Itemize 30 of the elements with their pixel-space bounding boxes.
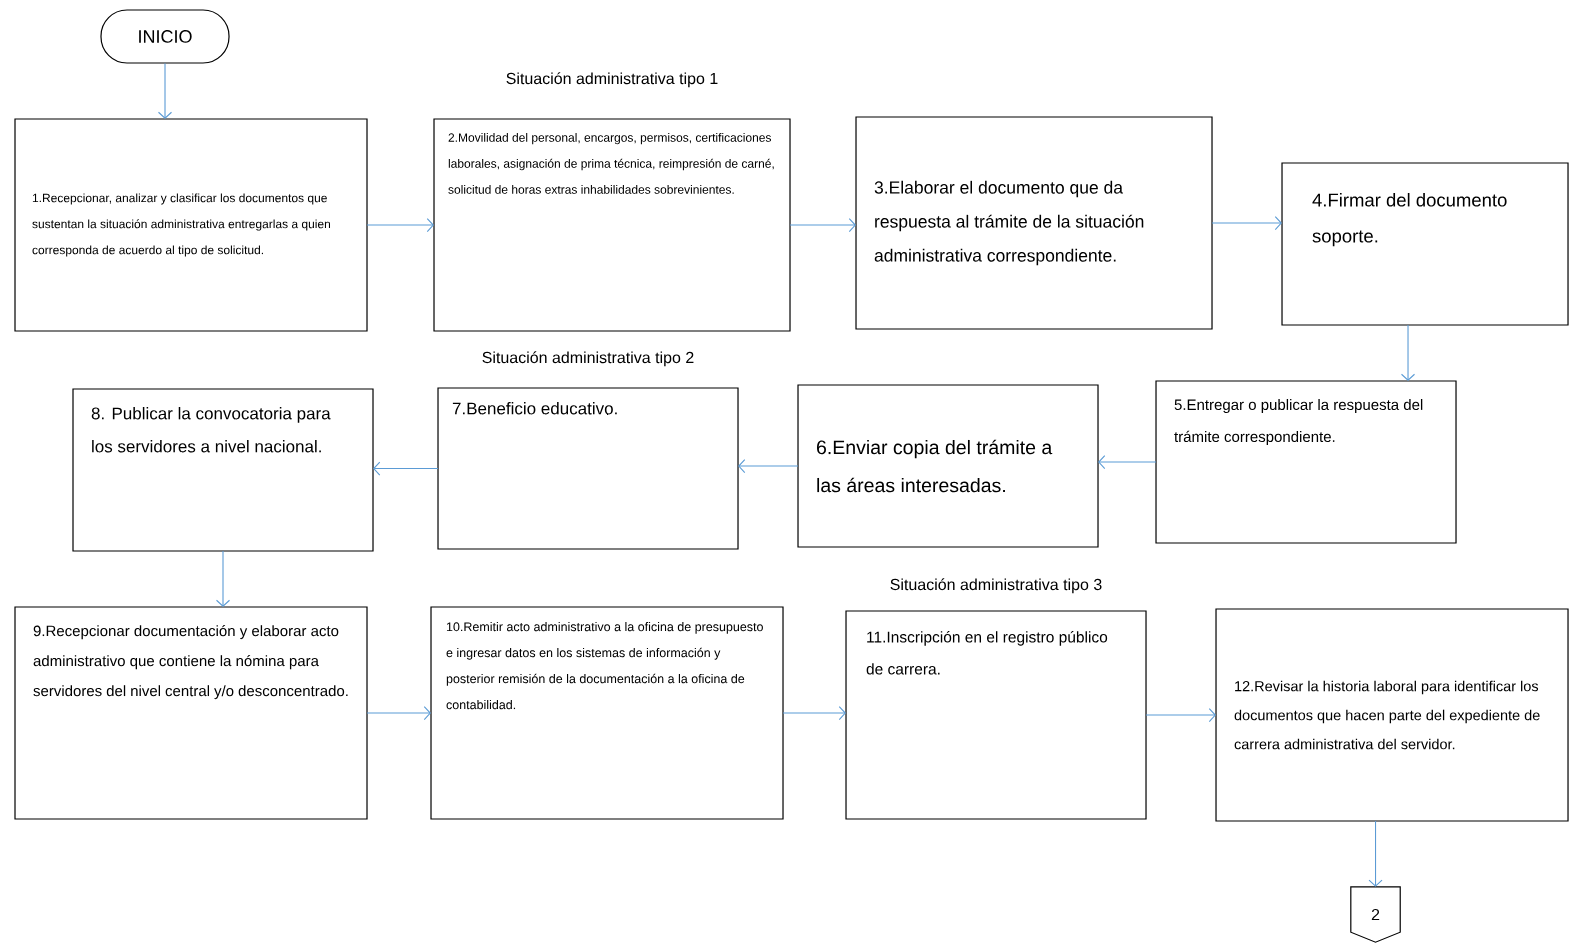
- process-box: 11.Inscripción en el registro público de carrera.: [845, 610, 1147, 820]
- arrow: [782, 705, 846, 721]
- process-box: 4.Firmar del documento soporte.: [1281, 162, 1569, 326]
- arrow: [789, 217, 856, 233]
- arrow: [157, 63, 173, 119]
- arrow: [738, 458, 799, 474]
- section-heading: Situación administrativa tipo 2: [482, 351, 694, 367]
- arrow: [1098, 454, 1157, 470]
- arrow: [1211, 215, 1282, 231]
- arrow: [366, 705, 431, 721]
- section-heading: Situación administrativa tipo 1: [506, 72, 718, 88]
- arrow: [1368, 820, 1383, 887]
- off-page-connector: 2: [1350, 886, 1401, 943]
- arrow: [1400, 324, 1416, 381]
- process-box: 2.Movilidad del personal, encargos, permisos, certificaciones laborales, asignación de prima técnica, reimpresión de carné, solicitud de horas extras inhabilidades sobrevinientes.: [433, 118, 791, 332]
- section-heading: Situación administrativa tipo 3: [890, 578, 1102, 594]
- process-box: 5.Entregar o publicar la respuesta del trámite correspondiente.: [1155, 380, 1457, 544]
- arrow: [373, 461, 439, 476]
- arrow: [215, 550, 231, 607]
- process-box: 12.Revisar la historia laboral para identificar los documentos que hacen parte del expediente de carrera administrativa del servidor.: [1215, 608, 1569, 822]
- start-terminal: INICIO: [100, 9, 230, 64]
- process-box: 7.Beneficio educativo.: [437, 387, 739, 550]
- process-box: 10.Remitir acto administrativo a la oficina de presupuesto e ingresar datos en los sistemas de información y posterior remisión de la documentación a la oficina de contabilidad.: [430, 606, 784, 820]
- process-box: 6.Enviar copia del trámite a las áreas interesadas.: [797, 384, 1099, 548]
- arrow: [366, 217, 434, 233]
- process-box: 8. Publicar la convocatoria para los servidores a nivel nacional.: [72, 388, 374, 552]
- arrow: [1145, 707, 1216, 723]
- process-box: 1.Recepcionar, analizar y clasificar los documentos que sustentan la situación administrativa entregarlas a quien corresponda de acuerdo al tipo de solicitud.: [14, 118, 368, 332]
- process-box: 3.Elaborar el documento que da respuesta al trámite de la situación administrativa correspondiente.: [855, 116, 1213, 330]
- process-box: 9.Recepcionar documentación y elaborar acto administrativo que contiene la nómina para servidores del nivel central y/o desconcentrado.: [14, 606, 368, 820]
